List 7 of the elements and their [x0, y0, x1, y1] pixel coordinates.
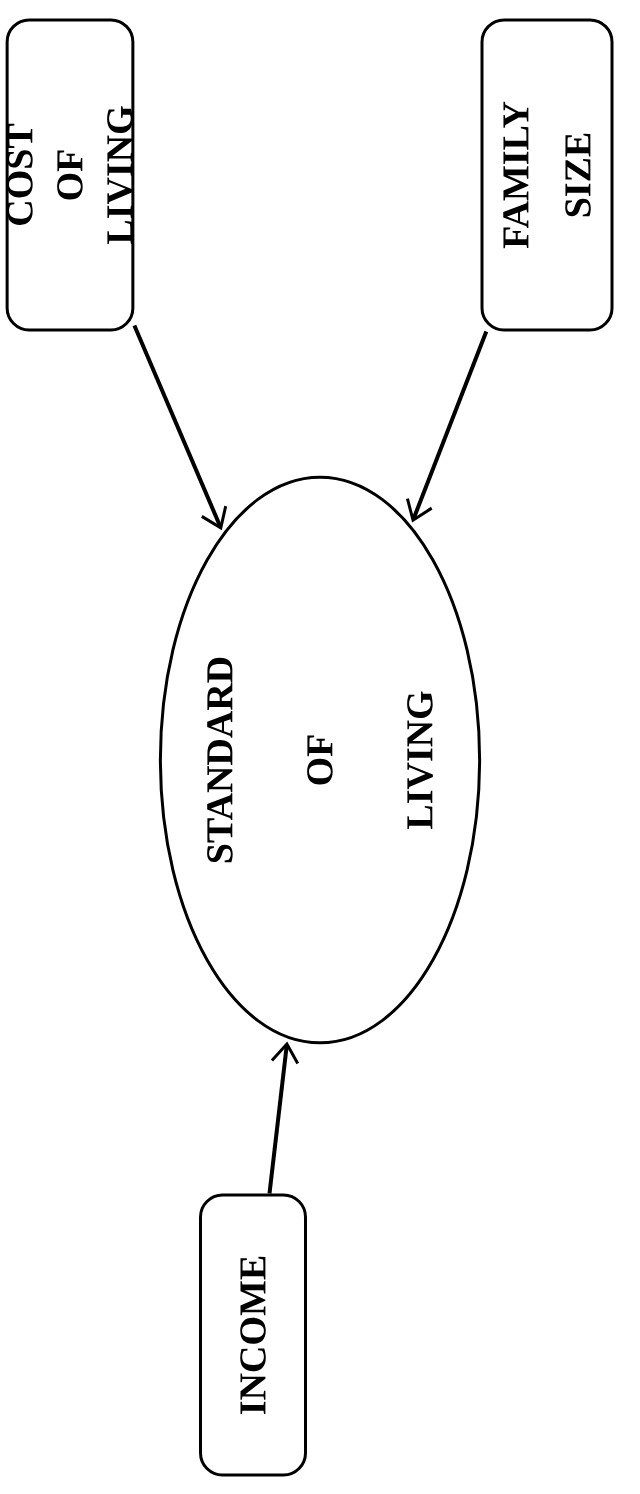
- rounded-box: INCOME: [199, 1193, 307, 1477]
- arrow: [406, 330, 489, 523]
- arrow: [267, 1041, 300, 1194]
- arrow: [132, 324, 228, 531]
- rounded-box: COST OF LIVING: [5, 18, 135, 332]
- rounded-box: FAMILY SIZE: [480, 18, 614, 332]
- ellipse-node: STANDARD OF LIVING: [158, 475, 482, 1045]
